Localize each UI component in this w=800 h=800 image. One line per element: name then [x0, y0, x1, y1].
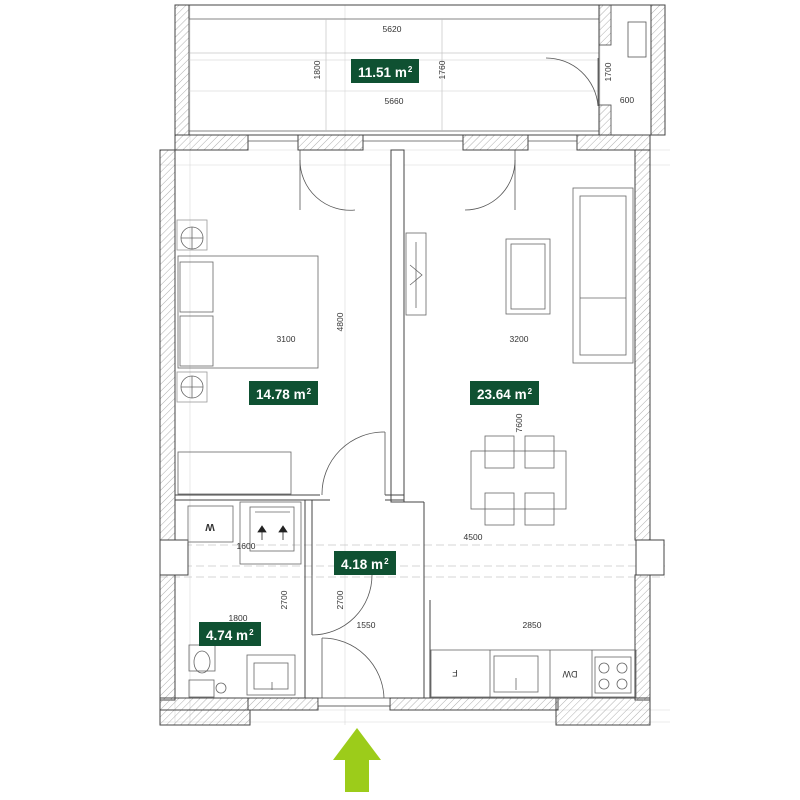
- dim-storage-height: 1700: [603, 62, 613, 81]
- dining-table: [470, 450, 567, 510]
- kitchen-counter: [430, 649, 637, 698]
- area-value-hall: 4.18: [341, 557, 368, 572]
- area-label-living: 23.64 m2: [470, 381, 540, 405]
- area-unit-sup: 2: [407, 65, 413, 74]
- washer-label: W: [205, 521, 215, 532]
- area-unit: m: [514, 387, 527, 402]
- dim-balcony-bottom: 5660: [385, 96, 404, 106]
- area-label-bedroom: 14.78 m2: [249, 381, 319, 405]
- dim-bedroom-height: 4800: [335, 312, 345, 331]
- area-label-balcony: 11.51 m2: [351, 59, 420, 83]
- area-value-bathroom: 4.74: [206, 628, 233, 643]
- tv: [405, 232, 427, 316]
- dim-living-width: 3200: [510, 334, 529, 344]
- area-label-bathroom: 4.74 m2: [199, 622, 261, 646]
- bed: [177, 255, 319, 369]
- area-unit: m: [293, 387, 306, 402]
- dim-bedroom-width: 3100: [277, 334, 296, 344]
- dim-balcony-top: 5620: [383, 24, 402, 34]
- area-unit-sup: 2: [249, 628, 254, 637]
- washer: [187, 505, 234, 543]
- area-unit: m: [371, 557, 384, 572]
- dim-storage-width: 600: [620, 95, 634, 105]
- dim-living-kitchen-width: 4500: [464, 532, 483, 542]
- area-unit: m: [394, 65, 407, 80]
- doors: [299, 150, 516, 699]
- dishwasher-label: DW: [562, 669, 577, 679]
- area-unit: m: [236, 628, 249, 643]
- dim-bath-width: 1800: [229, 613, 248, 623]
- balcony: [174, 4, 666, 136]
- area-value-balcony: 11.51: [358, 65, 392, 80]
- dim-balcony-right-height: 1760: [437, 60, 447, 79]
- dim-bath-height: 2700: [279, 590, 289, 609]
- dim-bath-top-width: 1600: [237, 541, 256, 551]
- dim-hall-height: 2700: [335, 590, 345, 609]
- sofa: [572, 187, 634, 364]
- furniture: [176, 187, 637, 698]
- area-label-hall: 4.18 m2: [334, 551, 396, 575]
- fridge-label: F: [452, 668, 458, 678]
- section-lines: [160, 544, 665, 578]
- up-arrow-icon: [333, 728, 381, 792]
- walls: [159, 134, 665, 726]
- dim-balcony-left-height: 1800: [312, 60, 322, 79]
- area-value-living: 23.64: [477, 387, 511, 402]
- area-unit-sup: 2: [306, 387, 312, 396]
- toilet: [188, 644, 216, 672]
- dim-living-height: 7600: [514, 413, 524, 432]
- dim-kitchen-width: 2850: [523, 620, 542, 630]
- area-value-bedroom: 14.78: [256, 387, 290, 402]
- area-unit-sup: 2: [384, 557, 389, 566]
- shower: [239, 501, 302, 565]
- sink: [246, 654, 296, 696]
- dim-hall-width: 1550: [357, 620, 376, 630]
- coffee-table: [505, 238, 551, 315]
- area-unit-sup: 2: [527, 387, 533, 396]
